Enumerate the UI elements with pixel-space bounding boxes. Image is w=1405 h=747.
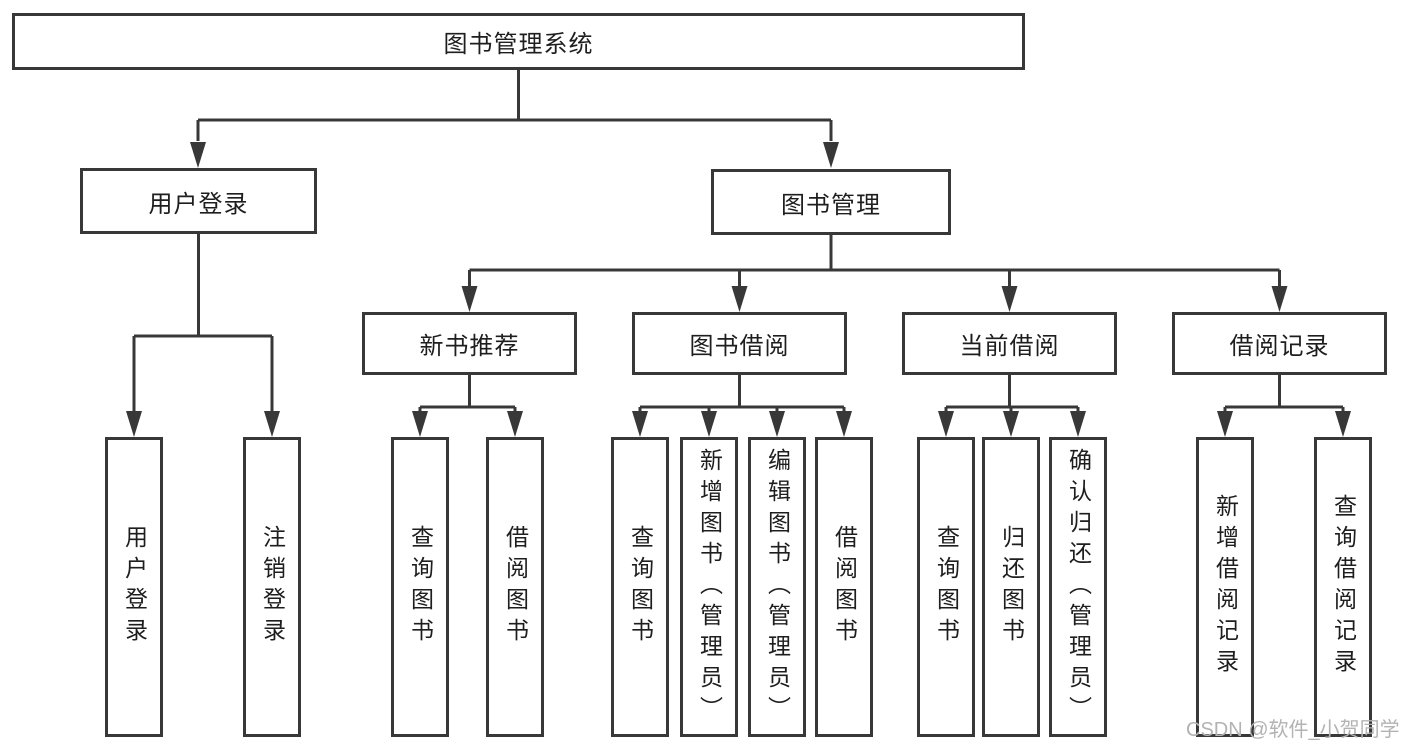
arrowheads bbox=[126, 142, 1351, 437]
node-leaf-borrow-books-1: 借阅图书 bbox=[486, 437, 544, 737]
node-system-root: 图书管理系统 bbox=[12, 13, 1025, 70]
connector-book-borrow-branch bbox=[638, 375, 846, 412]
node-leaf-query-books-3-label: 查询图书 bbox=[933, 525, 960, 649]
connector-user-login-branch bbox=[132, 234, 274, 412]
node-leaf-query-books-3: 查询图书 bbox=[917, 437, 975, 737]
node-leaf-query-books-1: 查询图书 bbox=[391, 437, 449, 737]
node-leaf-query-books-2: 查询图书 bbox=[611, 437, 669, 737]
node-leaf-borrow-books-2-label: 借阅图书 bbox=[831, 525, 858, 649]
watermark-text: CSDN @软件_小贺同学 bbox=[1186, 719, 1400, 741]
node-borrow-records-label: 借阅记录 bbox=[1229, 333, 1330, 360]
node-leaf-user-login-label: 用户登录 bbox=[121, 525, 148, 649]
node-leaf-query-books-2-label: 查询图书 bbox=[627, 525, 654, 649]
node-user-login-label: 用户登录 bbox=[148, 190, 249, 218]
node-leaf-query-borrow-record: 查询借阅记录 bbox=[1314, 437, 1372, 737]
node-book-management: 图书管理 bbox=[711, 169, 951, 235]
node-book-management-label: 图书管理 bbox=[781, 191, 881, 219]
node-leaf-edit-book-admin-label: 编辑图书（管理员） bbox=[764, 447, 791, 727]
node-current-borrow: 当前借阅 bbox=[902, 312, 1117, 375]
node-leaf-logout-label: 注销登录 bbox=[259, 525, 286, 649]
node-leaf-add-book-admin-label: 新增图书（管理员） bbox=[696, 447, 723, 727]
node-leaf-add-book-admin: 新增图书（管理员） bbox=[680, 437, 738, 737]
node-system-root-label: 图书管理系统 bbox=[443, 31, 594, 58]
node-new-book-recommend-label: 新书推荐 bbox=[419, 333, 520, 360]
node-leaf-return-books-label: 归还图书 bbox=[998, 525, 1025, 649]
node-leaf-return-books: 归还图书 bbox=[982, 437, 1040, 737]
node-leaf-add-borrow-record-label: 新增借阅记录 bbox=[1212, 494, 1239, 680]
connector-current-borrow-branch bbox=[944, 375, 1080, 412]
node-leaf-add-borrow-record: 新增借阅记录 bbox=[1196, 437, 1254, 737]
node-leaf-edit-book-admin: 编辑图书（管理员） bbox=[748, 437, 806, 737]
node-leaf-confirm-return-admin: 确认归还（管理员） bbox=[1049, 437, 1107, 737]
node-leaf-logout: 注销登录 bbox=[243, 437, 301, 737]
node-leaf-user-login: 用户登录 bbox=[105, 437, 163, 737]
connector-new-book-branch bbox=[418, 375, 517, 412]
connector-book-management-branch bbox=[468, 235, 1281, 287]
node-borrow-records: 借阅记录 bbox=[1172, 312, 1387, 375]
node-leaf-confirm-return-admin-label: 确认归还（管理员） bbox=[1065, 447, 1092, 727]
node-new-book-recommend: 新书推荐 bbox=[362, 312, 577, 375]
node-leaf-borrow-books-2: 借阅图书 bbox=[815, 437, 873, 737]
connector-root-to-level2 bbox=[196, 70, 833, 141]
node-book-borrow: 图书借阅 bbox=[632, 312, 847, 375]
node-leaf-query-borrow-record-label: 查询借阅记录 bbox=[1330, 494, 1357, 680]
node-book-borrow-label: 图书借阅 bbox=[689, 333, 790, 360]
node-current-borrow-label: 当前借阅 bbox=[959, 333, 1060, 360]
connector-borrow-records-branch bbox=[1223, 375, 1345, 412]
node-leaf-query-books-1-label: 查询图书 bbox=[407, 525, 434, 649]
node-user-login: 用户登录 bbox=[80, 168, 317, 234]
node-leaf-borrow-books-1-label: 借阅图书 bbox=[502, 525, 529, 649]
